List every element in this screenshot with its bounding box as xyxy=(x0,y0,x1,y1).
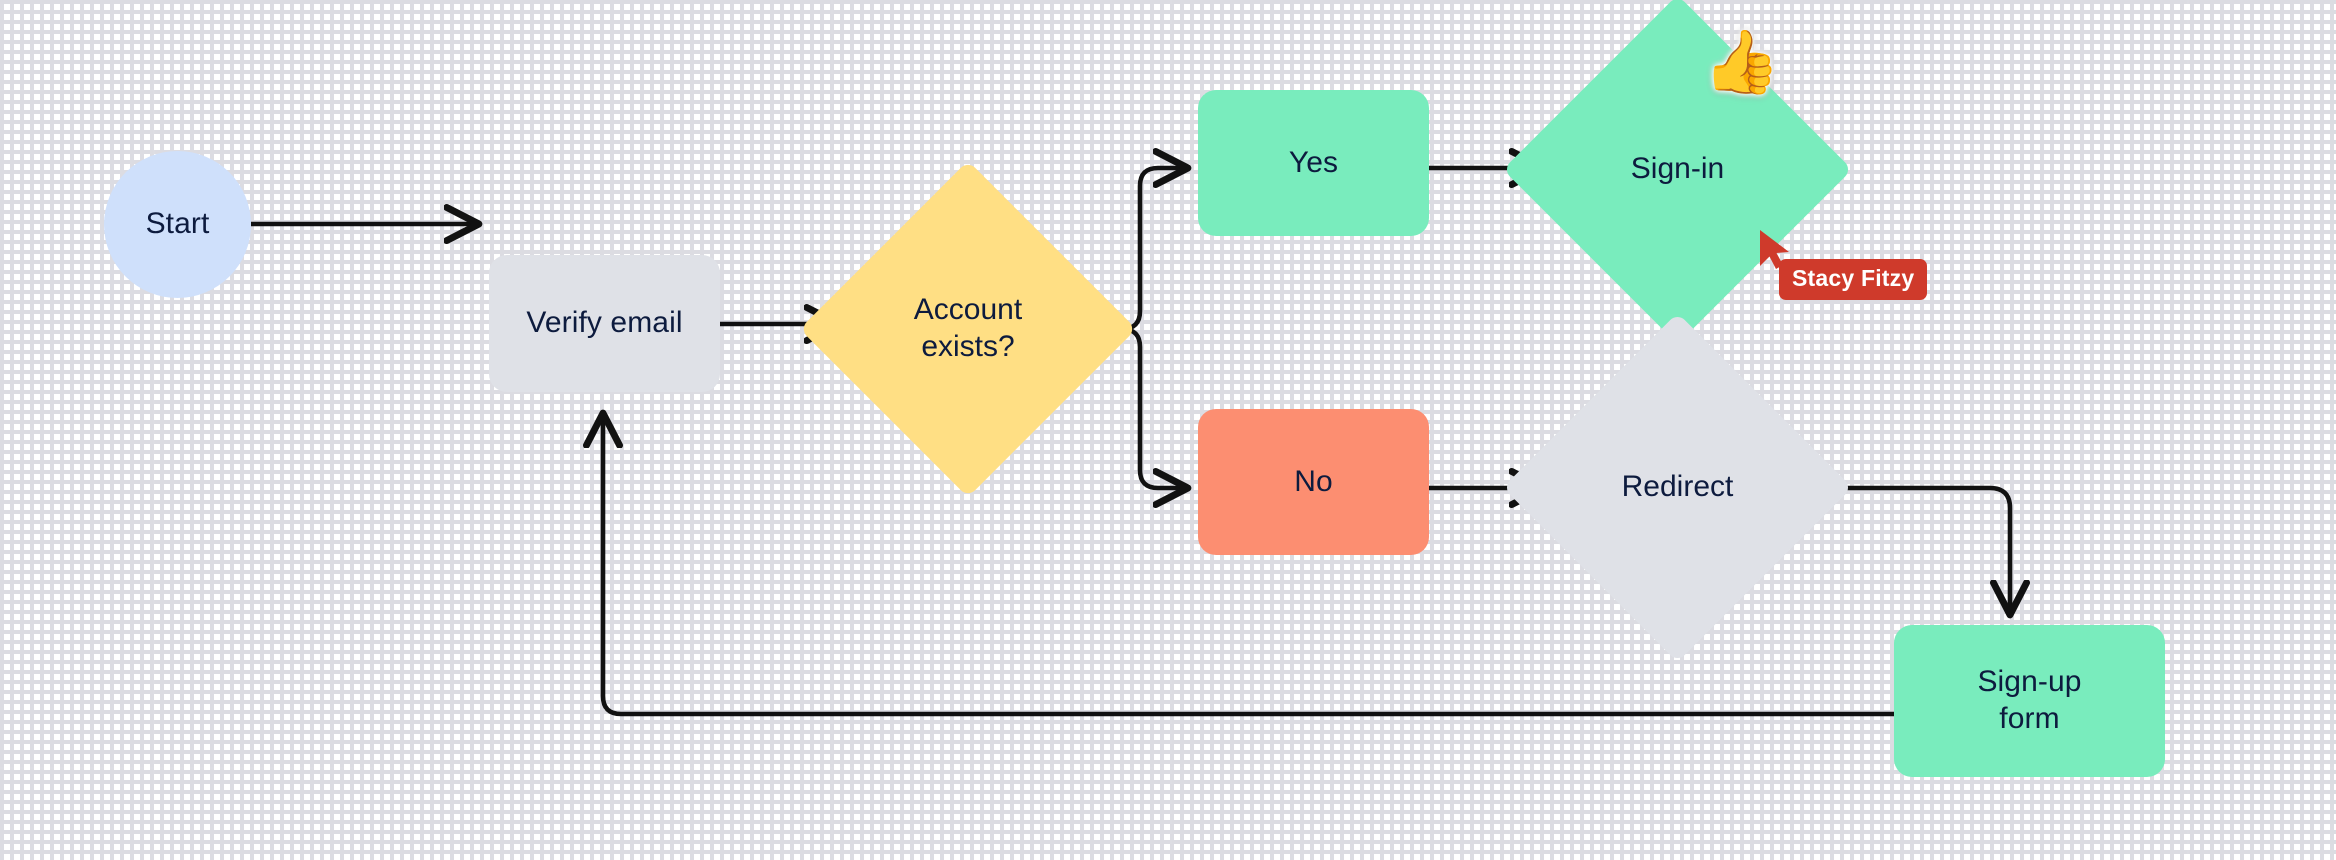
node-sign-up-form-label: Sign-up form xyxy=(1977,664,2081,737)
label-line: Account xyxy=(913,293,1023,327)
thumbs-up-icon[interactable]: 👍 xyxy=(1703,28,1781,97)
node-start-label: Start xyxy=(145,207,210,241)
gridline-vertical xyxy=(1170,0,1172,860)
node-yes[interactable]: Yes xyxy=(1198,90,1429,236)
gridline-vertical xyxy=(492,0,494,860)
gridline-vertical xyxy=(1848,0,1850,860)
node-no-label: No xyxy=(1294,464,1333,498)
node-no[interactable]: No xyxy=(1198,409,1429,555)
gridline-vertical xyxy=(831,0,833,860)
node-start[interactable]: Start xyxy=(104,151,251,298)
node-account-exists[interactable]: Account exists? xyxy=(799,160,1137,498)
node-yes-label: Yes xyxy=(1288,145,1339,179)
node-verify-email[interactable]: Verify email xyxy=(489,255,720,392)
gridline-vertical xyxy=(153,0,155,860)
node-verify-email-label: Verify email xyxy=(526,306,683,340)
gridline-horizontal xyxy=(0,428,2336,430)
label-line: Sign-up xyxy=(1977,665,2082,699)
cursor-label-stacy: Stacy Fitzy xyxy=(1779,259,1928,300)
node-redirect[interactable]: Redirect xyxy=(1502,312,1853,663)
gridline-vertical xyxy=(1509,0,1511,860)
label-line: exists? xyxy=(921,330,1015,363)
node-sign-in-label: Sign-in xyxy=(1630,152,1725,186)
node-sign-up-form[interactable]: Sign-up form xyxy=(1894,625,2165,777)
gridline-horizontal xyxy=(0,89,2336,91)
gridline-vertical xyxy=(2187,0,2189,860)
label-line: form xyxy=(1999,702,2060,735)
node-sign-in[interactable]: Sign-in xyxy=(1502,0,1853,345)
node-redirect-label: Redirect xyxy=(1621,470,1734,504)
node-account-exists-label: Account exists? xyxy=(849,210,1087,448)
